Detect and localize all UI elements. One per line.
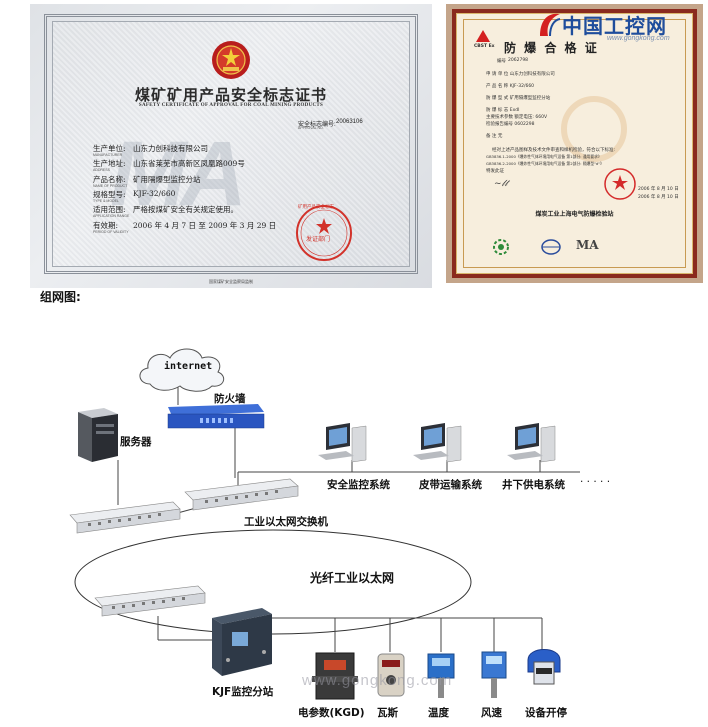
site-watermark: www.gongkong.com (302, 672, 453, 689)
validity-label: 有效期: (93, 221, 119, 230)
certificate-footer: 国家煤矿安全监察局监制 (209, 279, 253, 284)
industrial-switch-icon (184, 478, 299, 511)
server-label: 服务器 (120, 436, 152, 448)
ex-number-label: 编号 (497, 59, 506, 64)
address-value: 山东省莱芜市高新区凤凰路009号 (133, 159, 245, 168)
sensor-label: 瓦斯 (377, 707, 398, 719)
model-label-en: TYPE & MODEL (93, 199, 119, 203)
lower-switch-icon (94, 585, 206, 617)
scope-label-en: APPLICATION RANGE (93, 214, 130, 218)
certificate-gold-border (463, 19, 686, 268)
kjf-substation-box-icon (212, 608, 272, 676)
ex-number: 2062798 (508, 58, 529, 63)
internet-cloud-icon (139, 348, 225, 392)
approval-number-label: 安全标志编号: (298, 122, 336, 128)
substation-label: KJF监控分站 (212, 686, 274, 698)
explosion-proof-certificate: CBST Ex 防 爆 合 格 证 编号 2062798 申 请 单 位 山东力… (446, 4, 703, 283)
ex-line: 防 爆 型 式 矿用隔爆型监控分站 (486, 96, 551, 101)
sensor-label: 风速 (481, 707, 502, 719)
approval-number-label-en: APPROVAL NO. (298, 126, 324, 130)
server-tower-icon (78, 408, 118, 462)
switch-label: 工业以太网交换机 (244, 516, 328, 528)
red-seal-icon (296, 205, 352, 261)
sensor-label: 电参数(KGD) (298, 707, 365, 719)
workstation-icon (507, 423, 556, 463)
wind-speed-sensor-icon (481, 651, 507, 698)
network-diagram-heading: 组网图: (40, 290, 81, 304)
validity-value: 2006 年 4 月 7 日 至 2009 年 3 月 29 日 (133, 221, 277, 230)
ex-body-line: 特发此证 (486, 169, 504, 174)
ex-issuer: 煤炭工业上海电气防爆检验站 (535, 211, 614, 218)
safety-certificate: MA 煤矿矿用产品安全标志证书 SAFETY CERTIFICATE OF AP… (30, 4, 432, 288)
ex-line: 产 品 名 称 KJF-32/660 (486, 84, 535, 89)
gongkong-logo-icon (540, 13, 561, 37)
sensor-label: 温度 (428, 707, 449, 719)
validity-label-en: PERIOD OF VALIDITY (93, 230, 129, 234)
ex-line: 备 注 无 (486, 134, 503, 139)
temperature-sensor-icon (427, 653, 455, 698)
ex-line: 主要技术参数 额定电压: 660V (486, 115, 548, 120)
gas-sensor-icon (377, 653, 405, 697)
scope-label: 适用范围: (93, 205, 126, 214)
manufacturer-value: 山东力创科技有限公司 (133, 144, 208, 153)
electric-parameter-sensor-icon (312, 652, 358, 700)
system-label: 皮带运输系统 (419, 479, 482, 491)
sensor-label: 设备开停 (525, 707, 567, 719)
seal-arc-text: 矿用产品安全标志 (298, 205, 334, 210)
model-value: KJF-32/660 (133, 189, 176, 198)
fiber-ring (74, 529, 472, 635)
ex-body-line: GB3836.1-2000《爆炸性气体环境用电气设备 第1部分: 通用要求》 (486, 154, 602, 159)
ex-line: 检验报告编号 0602298 (486, 122, 535, 127)
product-label-en: NAME OF PRODUCT (93, 184, 128, 188)
system-label: 安全监控系统 (327, 479, 390, 491)
red-emblem-icon (212, 41, 250, 79)
cbst-badge: CBST Ex (474, 44, 495, 49)
green-gear-logo-icon (493, 239, 509, 255)
left-switch-icon (69, 501, 181, 534)
workstation-icon (413, 423, 462, 463)
model-label: 规格型号: (93, 190, 126, 199)
fiber-ring-label: 光纤工业以太网 (310, 571, 395, 585)
ex-body-line: 经对上述产品图样及技术文件审查和样机检验，符合以下标准: (492, 148, 616, 153)
cbst-logo-icon (476, 30, 490, 42)
manufacturer-label: 生产单位: (93, 144, 126, 153)
ex-date: 2006 年 8 月 10 日 (638, 187, 679, 192)
equipment-status-sensor-icon (527, 649, 561, 685)
certificate-border (44, 14, 418, 274)
seal-center-text: 发证部门 (306, 236, 331, 243)
system-label: 井下供电系统 (502, 479, 565, 491)
scope-value: 严格按煤矿安全有关规定使用。 (133, 205, 238, 214)
ex-date: 2006 年 8 月 10 日 (638, 195, 679, 200)
approval-number: 20063106 (336, 119, 363, 125)
more-systems-ellipsis: · · · · · (580, 476, 611, 488)
address-label: 生产地址: (93, 159, 126, 168)
firewall-device-icon (167, 404, 265, 429)
logo-text: 中国工控网 (562, 14, 667, 38)
certificate-title: 煤矿矿用产品安全标志证书 (134, 86, 327, 104)
certificate-inner-paper (456, 13, 693, 274)
certificate-ma-watermark: MA (110, 123, 247, 225)
internet-label: internet (164, 361, 213, 372)
logo-url: www.gongkong.com (607, 35, 670, 42)
certificate-subtitle: SAFETY CERTIFICATE OF APPROVAL FOR COAL … (138, 103, 324, 108)
product-label: 产品名称: (93, 175, 126, 184)
ex-body-line: GB3836.2-2000《爆炸性气体环境用电气设备 第2部分: 隔爆型"d"》 (486, 161, 604, 166)
ex-line: 防 爆 标 志 ExdI (486, 108, 520, 113)
blue-globe-logo-icon (541, 239, 561, 255)
certificate-watermark-icon (561, 96, 627, 162)
signature-scribble-icon: ~𝓁𝓉 (494, 179, 508, 189)
red-stamp-icon (604, 168, 636, 200)
ex-line: 申 请 单 位 山东力创科技有限公司 (486, 72, 555, 77)
product-value: 矿用隔爆型监控分站 (133, 175, 201, 184)
ex-certificate-title: 防 爆 合 格 证 (504, 41, 599, 55)
workstation-icon (318, 423, 367, 463)
address-label-en: ADDRESS (93, 168, 110, 172)
ma-mark-icon: MA (576, 238, 599, 252)
firewall-label: 防火墙 (214, 393, 246, 405)
manufacturer-label-en: MANUFACTURER (93, 153, 123, 157)
